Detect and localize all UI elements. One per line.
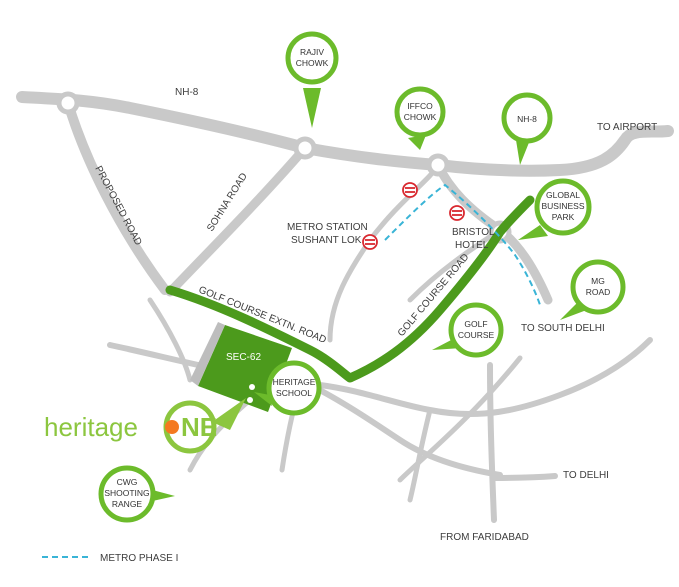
heritage-school-label-1: HERITAGE (273, 377, 316, 387)
proposed-road-label: PROPOSED ROAD (92, 164, 143, 247)
south-branch (407, 407, 433, 503)
heritage-school-label-2: SCHOOL (276, 388, 312, 398)
bristol-label-1: BRISTOL (452, 227, 495, 238)
svg-text:PARK: PARK (552, 212, 575, 222)
sohna-road (165, 143, 310, 297)
svg-text:CWG: CWG (117, 477, 138, 487)
svg-text:SHOOTING: SHOOTING (104, 488, 149, 498)
logo-suffix: NE (181, 412, 217, 442)
bristol-label-2: HOTEL (455, 240, 489, 251)
sec62-label: SEC-62 (226, 352, 261, 363)
diagonal-road (397, 355, 523, 483)
to-south-delhi-label: TO SOUTH DELHI (521, 323, 605, 334)
bubble-rajiv-chowk: RAJIV CHOWK (285, 31, 339, 128)
svg-text:CHOWK: CHOWK (404, 112, 437, 122)
nh8-road (16, 91, 674, 177)
to-delhi-label: TO DELHI (563, 470, 609, 481)
heritage-one-logo: heritage NE (44, 398, 246, 454)
svg-text:COURSE: COURSE (458, 330, 495, 340)
heritage-school-dot-2 (247, 397, 253, 403)
inner-road-1 (327, 237, 373, 343)
svg-text:RANGE: RANGE (112, 499, 143, 509)
southern-road (307, 382, 503, 478)
logo-word: heritage (44, 412, 138, 442)
metro-icon-iffco (402, 182, 418, 198)
bubble-mg-road: MG ROAD (560, 259, 626, 320)
metro-station-label-1: METRO STATION (287, 222, 368, 233)
svg-text:GOLF: GOLF (464, 319, 487, 329)
roundabout-west (56, 91, 80, 115)
svg-text:BUSINESS: BUSINESS (542, 201, 585, 211)
bubble-iffco-chowk: IFFCO CHOWK (394, 86, 446, 150)
to-delhi-road (491, 473, 558, 481)
proposed-road (63, 98, 170, 295)
iffco-connector (367, 162, 441, 243)
to-airport-label: TO AIRPORT (597, 122, 657, 133)
svg-text:IFFCO: IFFCO (407, 101, 433, 111)
bubble-golf-course: GOLF COURSE (432, 302, 504, 358)
svg-text:ROAD: ROAD (586, 287, 611, 297)
bubble-cwg-shooting-range: CWG SHOOTING RANGE (98, 465, 175, 523)
sohna-road-label: SOHNA ROAD (205, 171, 250, 233)
heritage-school-dot-1 (249, 384, 255, 390)
metro-icon-sushant-lok (362, 234, 378, 250)
faridabad-road (487, 362, 497, 523)
svg-text:CHOWK: CHOWK (296, 58, 329, 68)
bubble-nh8: NH-8 (501, 92, 553, 165)
bubble-heritage-school: HERITAGE SCHOOL (254, 360, 322, 416)
legend: METRO PHASE I (42, 553, 178, 564)
golf-course-extn-road-highlight (165, 195, 535, 383)
sec62-shadow (190, 322, 225, 386)
svg-text:GLOBAL: GLOBAL (546, 190, 580, 200)
roundabout-iffco (426, 153, 450, 177)
svg-text:NH-8: NH-8 (517, 114, 537, 124)
svg-text:MG: MG (591, 276, 605, 286)
svg-text:RAJIV: RAJIV (300, 47, 324, 57)
from-faridabad-label: FROM FARIDABAD (440, 532, 529, 543)
legend-metro-label: METRO PHASE I (100, 553, 178, 564)
logo-orange-dot (165, 420, 179, 434)
metro-phase-line (384, 183, 541, 306)
metro-icon-bristol (449, 205, 465, 221)
roundabout-rajiv (293, 136, 317, 160)
bubble-global-business-park: GLOBAL BUSINESS PARK (518, 178, 592, 240)
metro-station-label-2: SUSHANT LOK (291, 235, 362, 246)
sw-road (147, 297, 193, 383)
nh8-west-label: NH-8 (175, 87, 199, 98)
road-network (16, 91, 674, 523)
